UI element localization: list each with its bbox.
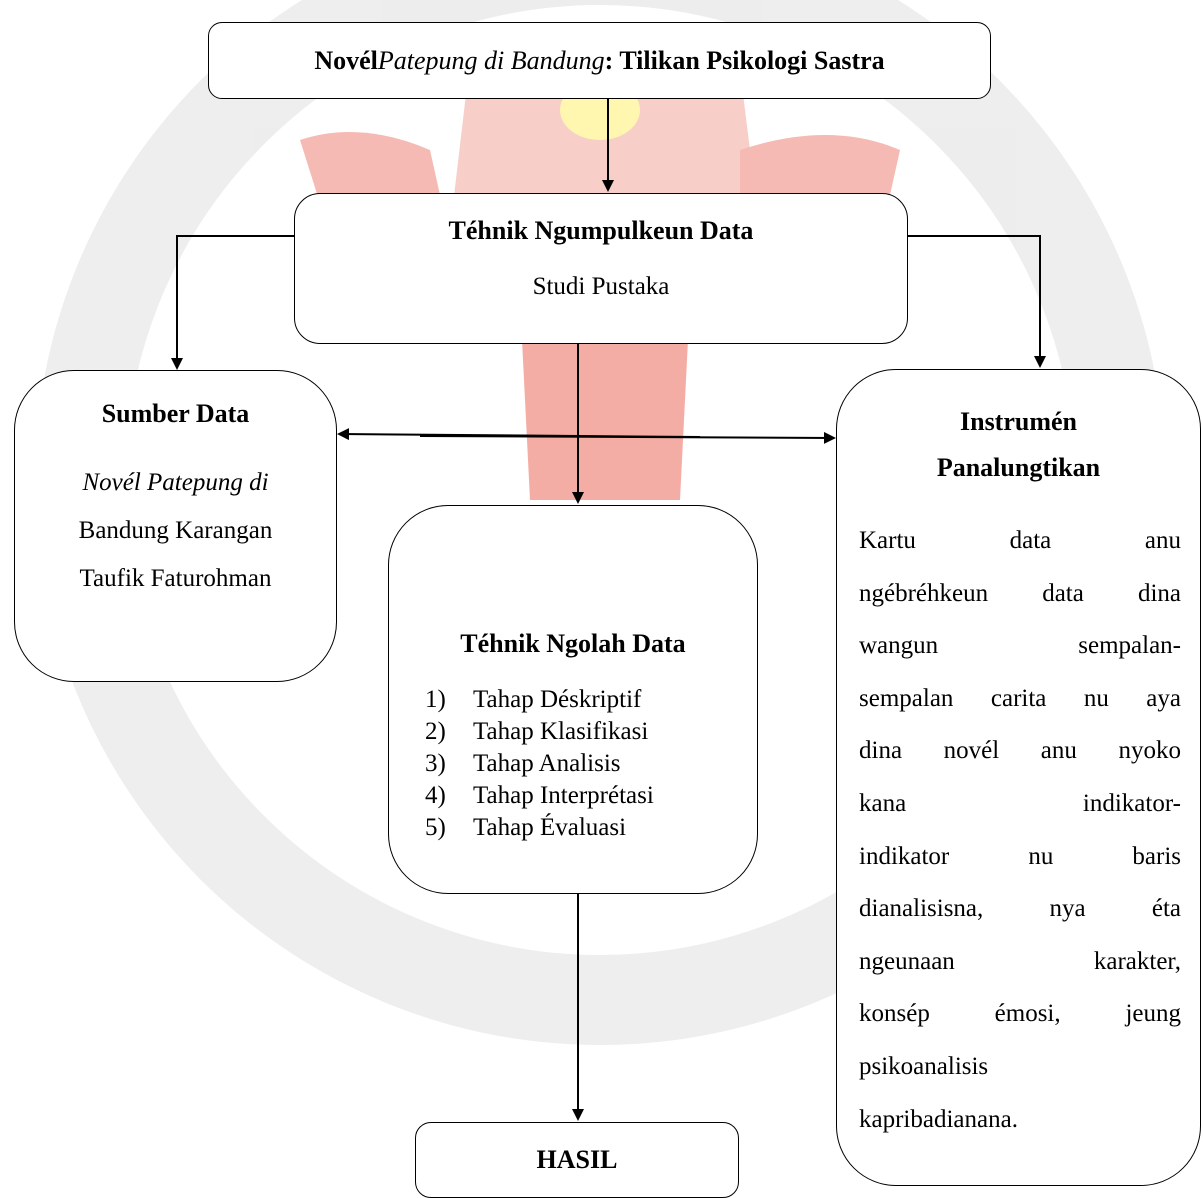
sumber-data-box: Sumber Data Novél Patepung di Bandung Ka… bbox=[14, 370, 337, 682]
instrumen-line: Kartu data anu bbox=[859, 527, 1181, 554]
instrumen-heading: Instrumén Panalungtikan bbox=[837, 399, 1200, 491]
instrumen-line: psikoanalisis bbox=[859, 1052, 989, 1080]
title-box: Novél Patepung di Bandung: Tilikan Psiko… bbox=[208, 22, 991, 99]
arrow-teknik-to-instrumen bbox=[908, 235, 1046, 368]
step-item: 1) Tahap Déskriptif bbox=[425, 684, 654, 716]
step-label: Tahap Analisis bbox=[473, 750, 621, 777]
step-item: 5) Tahap Évaluasi bbox=[425, 812, 654, 844]
teknik-ngolah-box: Téhnik Ngolah Data 1) Tahap Déskriptif 2)… bbox=[388, 505, 758, 894]
teknik-ngolah-steps: 1) Tahap Déskriptif 2) Tahap Klasifikasi 3… bbox=[425, 684, 654, 844]
teknik-ngumpulkeun-heading: Téhnik Ngumpulkeun Data bbox=[448, 216, 754, 245]
teknik-ngolah-heading: Téhnik Ngolah Data bbox=[460, 629, 686, 658]
instrumen-line: dianalisisna, nya éta bbox=[859, 895, 1181, 923]
instrumen-description: Kartu data anu ngébréhkeun data dina wan… bbox=[859, 515, 1181, 1146]
title-italic: Patepung di Bandung bbox=[377, 45, 605, 75]
step-label: Tahap Déskriptif bbox=[473, 686, 642, 713]
arrow-teknik-to-sumber bbox=[171, 235, 294, 370]
instrumen-line: kapribadianana. bbox=[859, 1105, 1018, 1133]
instrumen-line: sempalan carita nu aya bbox=[859, 684, 1181, 712]
instrumen-line: ngébréhkeun data dina bbox=[859, 579, 1181, 607]
step-number: 5) bbox=[425, 814, 446, 841]
instrumen-line: kana indikator- bbox=[859, 789, 1181, 817]
hasil-label: HASIL bbox=[536, 1145, 618, 1174]
instrumen-line: konsép émosi, jeung bbox=[859, 1000, 1181, 1028]
teknik-ngumpulkeun-box: Téhnik Ngumpulkeun Data Studi Pustaka bbox=[294, 193, 908, 344]
title-part1: Novél bbox=[314, 45, 378, 75]
instrumen-line: wangun sempalan- bbox=[859, 632, 1181, 660]
instrumen-line: ngeunaan karakter, bbox=[859, 947, 1181, 975]
instrumen-heading-line2: Panalungtikan bbox=[936, 453, 1101, 482]
sumber-data-line3: Taufik Faturohman bbox=[79, 565, 272, 592]
step-label: Tahap Klasifikasi bbox=[473, 718, 649, 745]
step-item: 3) Tahap Analisis bbox=[425, 748, 654, 780]
hasil-box: HASIL bbox=[415, 1122, 739, 1198]
sumber-data-line1: Novél Patepung di bbox=[82, 469, 269, 496]
step-label: Tahap Évaluasi bbox=[473, 814, 627, 841]
arrow-sumber-instrumen-left bbox=[337, 428, 701, 441]
instrumen-box: Instrumén Panalungtikan Kartu data anu n… bbox=[836, 369, 1201, 1186]
step-number: 3) bbox=[425, 750, 446, 777]
instrumen-line: indikator nu baris bbox=[859, 842, 1181, 870]
instrumen-heading-line1: Instrumén bbox=[959, 407, 1077, 436]
step-number: 4) bbox=[425, 782, 446, 809]
instrumen-line: dina novél anu nyoko bbox=[859, 737, 1181, 765]
title-part2: : Tilikan Psikologi Sastra bbox=[604, 45, 885, 75]
step-number: 2) bbox=[425, 718, 446, 745]
step-label: Tahap Interprétasi bbox=[473, 782, 654, 809]
step-item: 4) Tahap Interprétasi bbox=[425, 780, 654, 812]
sumber-data-line2: Bandung Karangan bbox=[78, 517, 273, 544]
teknik-ngumpulkeun-subtitle: Studi Pustaka bbox=[532, 273, 670, 300]
step-number: 1) bbox=[425, 686, 446, 713]
step-item: 2) Tahap Klasifikasi bbox=[425, 716, 654, 748]
sumber-data-heading: Sumber Data bbox=[101, 399, 250, 428]
seal-emblem-center bbox=[520, 300, 690, 500]
